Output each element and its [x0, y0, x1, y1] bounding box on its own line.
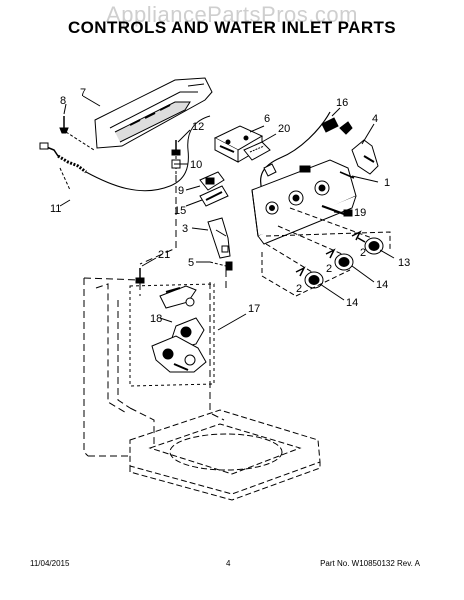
- knob-leader-lines: [261, 207, 391, 297]
- callout-14-a: 14: [376, 279, 388, 291]
- part-16-harness: [259, 111, 339, 191]
- part-7-console-top: [94, 77, 213, 149]
- callout-leaders: [59, 95, 395, 323]
- cabinet-top: [129, 409, 321, 501]
- part-5-screw: [209, 261, 233, 271]
- part-8-screw: [59, 116, 95, 151]
- callout-15: 15: [174, 205, 186, 217]
- valve-group-box: [129, 283, 215, 387]
- callout-10: 10: [190, 159, 202, 171]
- part-4-cover: [339, 121, 379, 175]
- callout-8: 8: [60, 95, 66, 107]
- footer-page-number: 4: [226, 559, 231, 568]
- callout-20: 20: [278, 123, 290, 135]
- part-14-knob-a: [334, 253, 354, 271]
- part-9-switch: [199, 171, 225, 191]
- callout-16: 16: [336, 97, 348, 109]
- footer-date: 11/04/2015: [30, 559, 70, 568]
- callout-19: 19: [354, 207, 366, 219]
- callout-1: 1: [384, 177, 390, 189]
- callout-2-a: 2: [360, 247, 366, 259]
- callout-2-b: 2: [326, 263, 332, 275]
- part-11-power-cord: [39, 115, 211, 192]
- part-21-screw: [135, 268, 145, 284]
- callout-21: 21: [158, 249, 170, 261]
- part-1-console-panel: [251, 159, 357, 245]
- callout-4: 4: [372, 113, 378, 125]
- part-20-bracket: [243, 141, 271, 161]
- assembly-dashed-outline: [83, 175, 227, 457]
- part-15-harness: [199, 185, 229, 207]
- callout-5: 5: [188, 257, 194, 269]
- callout-7: 7: [80, 87, 86, 99]
- callout-6: 6: [264, 113, 270, 125]
- page-title: CONTROLS AND WATER INLET PARTS: [67, 18, 397, 37]
- callout-12: 12: [192, 121, 204, 133]
- callout-11: 11: [50, 203, 61, 215]
- callout-3: 3: [182, 223, 188, 235]
- footer-part-number: Part No. W10850132 Rev. A: [320, 559, 420, 568]
- callout-17-leader: [217, 313, 247, 331]
- part-17-inlet-valve-assembly: [151, 285, 207, 373]
- callout-9: 9: [178, 185, 184, 197]
- part-13-knob: [357, 237, 384, 255]
- part-12-screw: [171, 140, 181, 175]
- part-14-knob-b: [304, 271, 324, 289]
- callout-18: 18: [150, 313, 162, 325]
- callout-13: 13: [398, 257, 410, 269]
- callout-2-c: 2: [296, 283, 302, 295]
- watermark: AppliancePartsPros.com: [106, 2, 358, 27]
- part-3-bracket: [207, 217, 231, 259]
- callout-17: 17: [248, 303, 260, 315]
- callout-14-b: 14: [346, 297, 358, 309]
